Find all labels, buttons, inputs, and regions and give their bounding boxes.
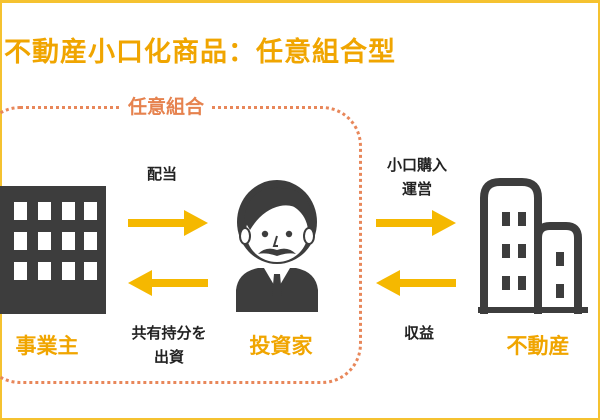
edge-purchase-label-2: 運営 — [401, 180, 432, 198]
arrow-contribution — [128, 270, 208, 296]
node-operator: 事業主 — [15, 334, 79, 358]
arrow-dividend — [128, 210, 208, 236]
node-real-estate: 不動産 — [506, 334, 570, 358]
edge-dividend-label: 配当 — [146, 165, 177, 183]
edge-contribution-label-2: 出資 — [153, 348, 184, 366]
arrow-purchase — [376, 210, 456, 236]
arrow-revenue — [376, 270, 456, 296]
diagram-title: 不動産小口化商品：任意組合型 — [4, 37, 396, 68]
edge-purchase-label-1: 小口購入 — [386, 156, 447, 174]
investor-person-icon — [236, 180, 318, 312]
real-estate-buildings-icon — [478, 178, 588, 314]
office-building-icon — [0, 186, 106, 314]
edge-contribution-label-1: 共有持分を — [131, 324, 207, 342]
node-investor: 投資家 — [249, 334, 313, 358]
edge-revenue-label: 収益 — [403, 324, 434, 342]
group-label: 任意組合 — [122, 92, 211, 119]
